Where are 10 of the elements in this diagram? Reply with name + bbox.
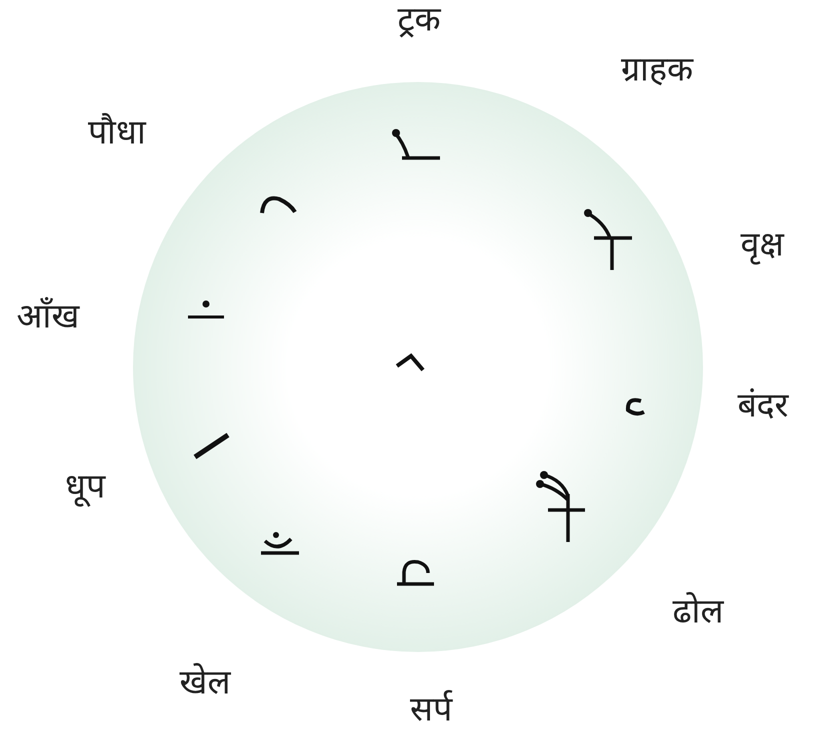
word-label: आँख (16, 296, 80, 338)
word-label: पौधा (88, 112, 146, 154)
word-label: ग्राहक (621, 50, 693, 90)
word-label: सर्प (410, 690, 452, 730)
word-label: बंदर (738, 386, 788, 426)
word-label: ट्रक (398, 0, 440, 40)
word-label: वृक्ष (740, 224, 784, 266)
word-label: ढोल (672, 592, 724, 632)
word-label: धूप (65, 466, 105, 508)
word-label: खेल (180, 662, 230, 704)
